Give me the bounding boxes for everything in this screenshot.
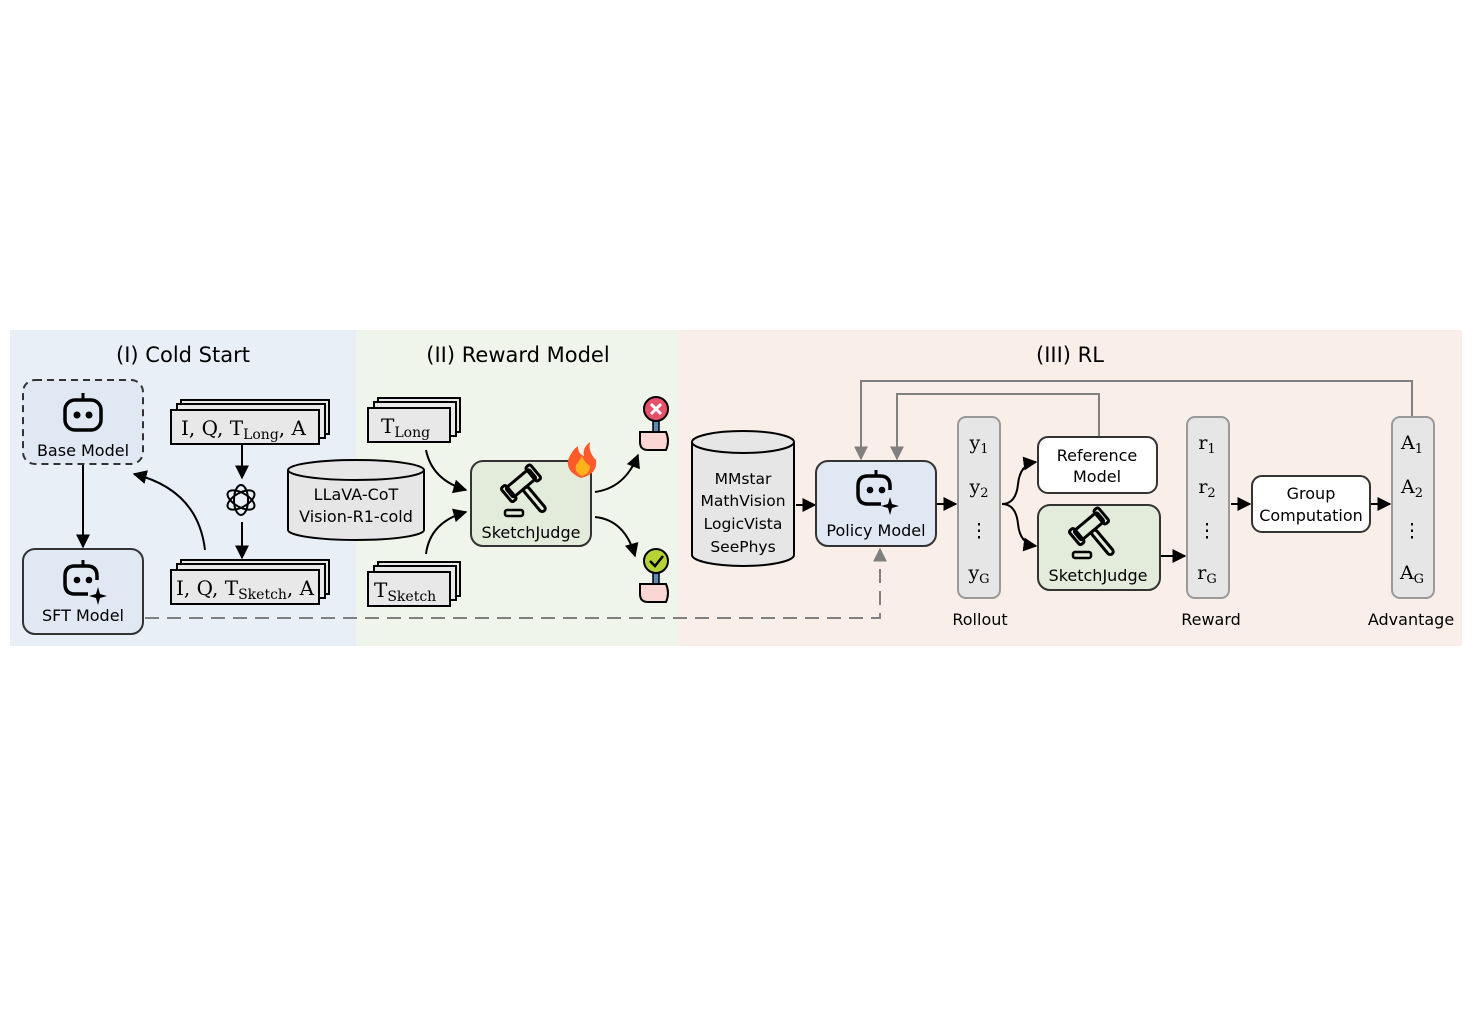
reference-model-box: Reference Model [1037,436,1158,494]
svg-text:SeePhys: SeePhys [710,538,775,556]
advantage-item: A1 [1400,432,1423,457]
svg-text:LogicVista: LogicVista [704,515,783,533]
robot-icon [63,393,103,432]
reward-sketch-stack: TSketch [367,561,461,607]
base-model-box: Base Model [22,379,144,465]
svg-text:SketchJudge: SketchJudge [482,523,581,542]
panel-title-reward-model: (II) Reward Model [426,343,609,367]
rollout-item: yG [967,562,989,587]
advantage-item: ⋮ [1403,520,1422,542]
reward-item: r2 [1198,476,1215,501]
advantage-item: AG [1399,562,1424,587]
base-model-label: Base Model [37,441,129,460]
gavel-icon [499,463,547,514]
robot-sparkle-icon [856,470,899,515]
svg-text:Rollout: Rollout [952,610,1007,629]
reward-column: r1 r2 ⋮ rG Reward [1181,416,1241,629]
svg-text:MathVision: MathVision [700,492,785,510]
feedback-advantage-to-policy [854,380,1413,461]
svg-text:Group: Group [1287,484,1336,503]
sketchjudge-rl-box: SketchJudge [1037,504,1161,591]
svg-text:Vision-R1-cold: Vision-R1-cold [299,507,413,526]
arrow-judge-to-reject [594,453,640,493]
arrow-sketch-to-judge [425,508,468,555]
svg-text:MMstar: MMstar [715,470,772,488]
robot-sparkle-icon [63,560,107,605]
gavel-icon [1067,506,1115,557]
reward-item: ⋮ [1198,520,1217,542]
panel-title-cold-start: (I) Cold Start [116,343,250,367]
svg-text:LLaVA-CoT: LLaVA-CoT [314,485,399,504]
arrow-judge-to-accept [594,516,639,558]
rollout-item: y2 [968,476,988,501]
feedback-reference-to-policy [890,393,1100,461]
arrow-rollout-to-judge [1001,503,1038,552]
svg-text:Reference: Reference [1057,446,1138,465]
reward-item: rG [1197,562,1216,587]
svg-text:I, Q, TLong, A: I, Q, TLong, A [181,416,307,443]
panel-title-rl: (III) RL [1036,343,1104,367]
reward-long-stack: TLong [367,397,461,443]
svg-text:Advantage: Advantage [1368,610,1454,629]
reward-item: r1 [1198,432,1215,457]
group-computation-box: Group Computation [1251,475,1371,533]
rollout-column: y1 y2 ⋮ yG Rollout [952,416,1008,629]
rollout-item: ⋮ [970,520,989,542]
rollout-item: y1 [968,432,988,457]
long-data-stack: I, Q, TLong, A [170,399,330,445]
advantage-item: A2 [1400,476,1423,501]
svg-text:Model: Model [1073,467,1121,486]
sketch-data-stack: I, Q, TSketch, A [170,559,330,605]
rl-dataset: MMstar MathVision LogicVista SeePhys [691,430,795,567]
svg-text:Computation: Computation [1259,506,1363,525]
svg-text:TSketch: TSketch [374,578,436,605]
arrow-long-to-judge [425,449,468,494]
svg-text:TLong: TLong [381,414,430,441]
svg-text:SketchJudge: SketchJudge [1049,566,1148,585]
sft-model-label: SFT Model [42,606,124,625]
svg-text:Policy Model: Policy Model [826,521,925,540]
arrow-rollout-to-reference [1001,456,1038,505]
openai-logo-icon [226,484,256,516]
policy-model-box: Policy Model [815,460,937,547]
arrow-sketch-to-base [132,470,206,551]
svg-text:I, Q, TSketch, A: I, Q, TSketch, A [176,576,315,603]
accept-sign-icon [639,548,669,603]
arrow-sft-to-policy [145,547,887,619]
sketchjudge-train-box: SketchJudge [470,460,592,547]
svg-text:Reward: Reward [1181,610,1241,629]
reject-sign-icon [639,396,669,451]
cold-start-dataset: LLaVA-CoT Vision-R1-cold [287,459,425,541]
sft-model-box: SFT Model [22,548,144,635]
fire-icon [567,442,597,478]
